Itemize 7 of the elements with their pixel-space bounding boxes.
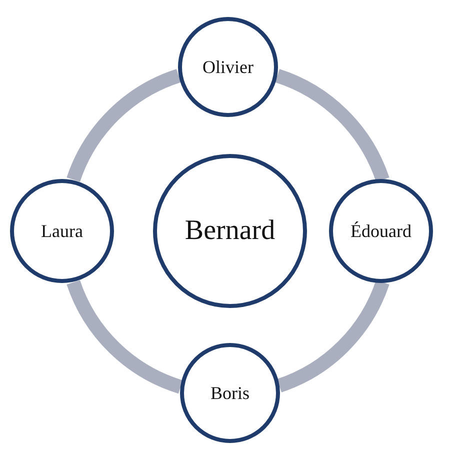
ring-connector [66, 280, 183, 394]
person-name: Olivier [202, 56, 254, 78]
person-name: Laura [41, 220, 83, 242]
ring-connector [66, 69, 182, 182]
person-name: Édouard [350, 220, 412, 242]
person-name: Boris [210, 382, 250, 404]
person-name: Bernard [184, 215, 276, 247]
